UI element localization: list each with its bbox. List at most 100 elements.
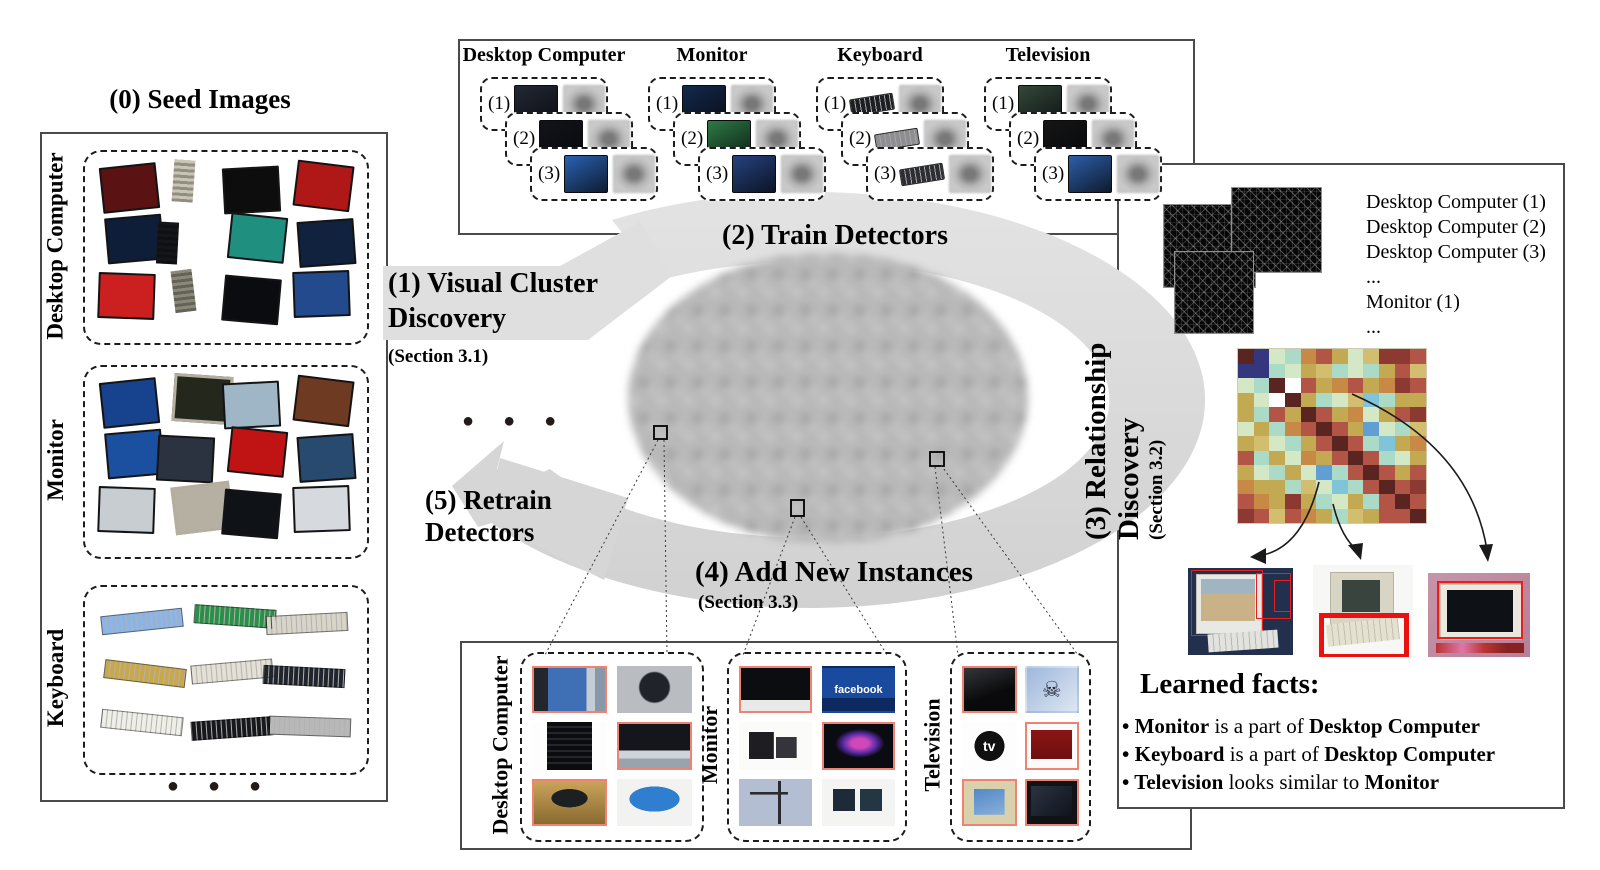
- matrix-cell: [1285, 407, 1301, 422]
- matrix-cell: [1410, 363, 1426, 378]
- seed-group-monitor-label: Monitor: [43, 419, 69, 501]
- matrix-cell: [1332, 407, 1348, 422]
- tv-screen: [1447, 590, 1513, 632]
- instance-cell-asus: [822, 722, 895, 770]
- instance-label-wrap: Television: [918, 652, 948, 838]
- matrix-cell: [1253, 378, 1270, 393]
- seed-thumbnail-mon: [155, 434, 216, 485]
- matrix-cell: [1394, 465, 1411, 480]
- matrix-cell: [1379, 465, 1395, 480]
- detector-list: Desktop Computer (1)Desktop Computer (2)…: [1366, 190, 1556, 340]
- seed-group-label-wrap: Monitor: [36, 365, 76, 555]
- seed-thumbnail-kb: [265, 611, 349, 635]
- matrix-cell: [1363, 407, 1379, 422]
- matrix-cell: [1379, 421, 1395, 436]
- detection-image-monitors: [1188, 568, 1293, 655]
- matrix-cell: [1363, 378, 1379, 393]
- matrix-cell: [1238, 378, 1254, 393]
- seed-thumbnail-kb: [190, 715, 274, 741]
- matrix-cell: [1316, 349, 1332, 364]
- cluster-box-label: (2): [681, 128, 704, 149]
- matrix-cell: [1238, 508, 1254, 523]
- average-thumb: [613, 155, 655, 193]
- cluster-column-header: Desktop Computer: [462, 44, 626, 66]
- matrix-cell: [1316, 421, 1332, 436]
- detection-image-crt-keyboard: [1313, 565, 1413, 657]
- matrix-cell: [1363, 349, 1379, 364]
- instance-cell-pole: [739, 779, 812, 826]
- seed-group-desktop-label: Desktop Computer: [43, 151, 69, 340]
- matrix-cell: [1394, 479, 1411, 494]
- instance-box-desktop-label: Desktop Computer: [488, 655, 513, 835]
- matrix-cell: [1379, 479, 1395, 494]
- seed-thumbnail-kb: [100, 709, 184, 737]
- matrix-cell: [1332, 363, 1348, 378]
- seed-thumbnail-mon: [296, 217, 357, 269]
- seed-thumbnail-mon: [296, 432, 357, 483]
- matrix-cell: [1347, 508, 1364, 523]
- matrix-cell: [1410, 450, 1426, 465]
- seed-thumbnail-mon: [291, 270, 351, 319]
- keyboard-photo: [1207, 629, 1279, 653]
- seed-group-keyboard: [83, 585, 369, 775]
- matrix-cell: [1347, 450, 1364, 465]
- cluster-box-label: (3): [538, 163, 561, 184]
- matrix-cell: [1285, 421, 1301, 436]
- matrix-cell: [1269, 421, 1285, 436]
- matrix-cell: [1253, 407, 1270, 422]
- matrix-cell: [1285, 378, 1301, 393]
- matrix-cell: [1285, 436, 1301, 451]
- matrix-cell: [1316, 465, 1332, 480]
- cluster-box-desktop-3: (3): [530, 147, 658, 201]
- monitor-frame: [1196, 574, 1262, 634]
- matrix-cell: [1394, 363, 1411, 378]
- matrix-cell: [1238, 494, 1254, 509]
- cluster-box-label: (3): [706, 163, 729, 184]
- matrix-cell: [1332, 494, 1348, 509]
- seed-thumbnail-kb: [268, 715, 351, 738]
- step3-label-block: (3) Relationship Discovery (Section 3.2): [1080, 300, 1180, 540]
- step1-label-line1: (1) Visual Cluster: [388, 268, 598, 299]
- matrix-cell: [1394, 421, 1411, 436]
- matrix-cell: [1347, 465, 1364, 480]
- detector-list-item: ...: [1366, 316, 1381, 338]
- matrix-cell: [1300, 392, 1317, 407]
- seed-thumbnail-mon: [221, 488, 283, 540]
- matrix-cell: [1379, 392, 1395, 407]
- detector-list-item: Desktop Computer (3): [1366, 241, 1546, 263]
- instance-cell-tv_black: [962, 666, 1017, 714]
- matrix-cell: [1379, 363, 1395, 378]
- matrix-cell: [1285, 363, 1301, 378]
- cluster-box-label: (3): [1042, 163, 1065, 184]
- matrix-cell: [1269, 378, 1285, 393]
- matrix-cell: [1332, 421, 1348, 436]
- projection-lines: [544, 439, 1079, 656]
- matrix-cell: [1285, 349, 1301, 364]
- matrix-cell: [1410, 436, 1426, 451]
- average-thumb: [1117, 155, 1159, 193]
- matrix-cell: [1238, 465, 1254, 480]
- desk-items: [1436, 643, 1524, 653]
- matrix-cell: [1300, 349, 1317, 364]
- matrix-cell: [1347, 378, 1364, 393]
- matrix-cell: [1332, 392, 1348, 407]
- seed-thumbnail-mon: [221, 274, 283, 326]
- instance-cell-crt_gray: [617, 666, 692, 714]
- matrix-cell: [1269, 465, 1285, 480]
- matrix-cell: [1269, 407, 1285, 422]
- instance-box-television-label: Television: [920, 698, 946, 792]
- matrix-cell: [1316, 508, 1332, 523]
- patch-collage-ellipse: [628, 252, 1028, 544]
- matrix-cell: [1363, 494, 1379, 509]
- instance-cells: [532, 666, 692, 826]
- detector-list-item: Monitor (1): [1366, 291, 1460, 313]
- cluster-box-label: (2): [513, 128, 536, 149]
- matrix-cell: [1300, 465, 1317, 480]
- instance-cells: facebook: [739, 666, 895, 826]
- matrix-cell: [1300, 378, 1317, 393]
- matrix-cell: [1269, 508, 1285, 523]
- exemplar-thumb: [732, 155, 776, 193]
- step3-label-line2: Discovery: [1113, 417, 1145, 540]
- matrix-cell: [1316, 479, 1332, 494]
- instance-cell-facebook: facebook: [822, 666, 895, 714]
